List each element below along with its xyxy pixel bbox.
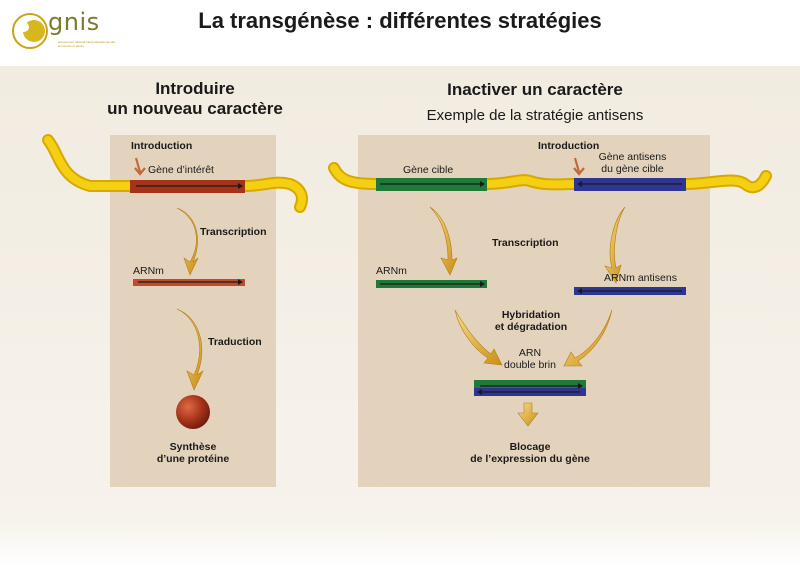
blocage-label: Blocage de l’expression du gène — [455, 441, 605, 465]
antisense-arnm-label: ARNm antisens — [604, 272, 677, 284]
target-gene-label: Gène cible — [403, 164, 454, 176]
blocage-line1: Blocage — [509, 441, 551, 453]
left-heading-line2: un nouveau caractère — [107, 99, 283, 118]
left-transcription-label: Transcription — [200, 226, 267, 238]
traduction-arrow-icon — [176, 308, 204, 391]
right-arnm-label: ARNm — [376, 265, 407, 277]
antisense-gene-label: Gène antisens du gène cible — [590, 151, 675, 175]
traduction-label: Traduction — [208, 336, 262, 348]
hybridation-line1: Hybridation — [501, 309, 561, 321]
antisense-transcription-arrow-icon — [604, 206, 626, 284]
left-mrna-strand — [133, 279, 245, 286]
antisense-gene-line2: du gène cible — [601, 163, 664, 175]
double-rna-label: ARN double brin — [490, 347, 570, 371]
right-panel — [358, 135, 710, 487]
left-dna-strand — [42, 134, 308, 213]
target-transcription-arrow-icon — [429, 206, 458, 276]
hybridation-label: Hybridation et dégradation — [481, 309, 581, 333]
antisense-gene-segment — [574, 178, 686, 191]
hybridation-right-arrow-icon — [563, 309, 613, 367]
page-title: La transgénèse : différentes stratégies — [198, 8, 602, 33]
hybridation-line2: et dégradation — [494, 321, 568, 333]
gene-of-interest-segment — [130, 180, 245, 193]
right-introduction-label: Introduction — [538, 140, 600, 152]
blocage-arrow-icon — [517, 402, 539, 427]
protein-synthesis-line1: Synthèse — [169, 441, 217, 453]
left-arnm-label: ARNm — [133, 265, 164, 277]
logo-tagline: groupement national interprofessionnel d… — [58, 40, 116, 48]
protein-synthesis-label: Synthèse d’une protéine — [143, 441, 243, 465]
left-introduction-label: Introduction — [131, 140, 193, 152]
transcription-arrow-icon — [176, 207, 199, 276]
double-strand-rna — [474, 380, 586, 396]
right-heading: Inactiver un caractère — [447, 80, 623, 99]
right-introduction-arrow-icon — [573, 157, 585, 176]
antisense-gene-line1: Gène antisens — [598, 151, 667, 163]
right-transcription-label: Transcription — [492, 237, 559, 249]
right-mrna-strand — [376, 280, 487, 288]
logo-name: gnis — [48, 8, 100, 36]
introduction-arrow-icon — [134, 157, 146, 176]
double-rna-line1: ARN — [518, 347, 542, 359]
right-dna-strand — [328, 162, 772, 194]
blocage-line2: de l’expression du gène — [470, 453, 590, 465]
target-gene-segment — [376, 178, 487, 191]
protein-synthesis-line2: d’une protéine — [156, 453, 230, 465]
protein-icon — [176, 395, 210, 429]
left-heading-line1: Introduire — [155, 79, 235, 98]
gnis-logo-icon — [12, 13, 48, 49]
right-subheading: Exemple de la stratégie antisens — [426, 107, 644, 124]
antisense-mrna-strand — [574, 287, 686, 295]
left-heading: Introduire un nouveau caractère — [80, 79, 310, 119]
double-rna-line2: double brin — [504, 359, 556, 371]
gene-of-interest-label: Gène d’intérêt — [148, 164, 214, 176]
hybridation-left-arrow-icon — [454, 309, 503, 366]
background-fade — [0, 521, 800, 566]
